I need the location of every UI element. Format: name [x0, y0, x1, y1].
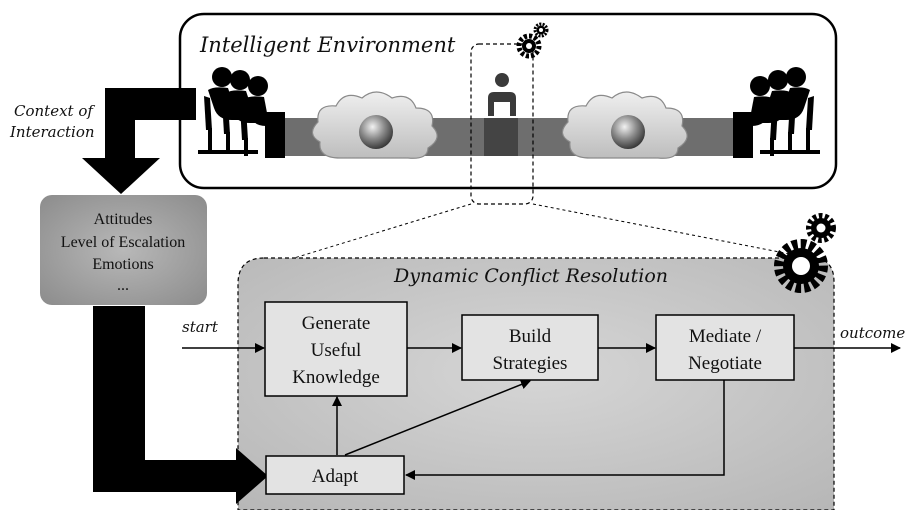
gear-icon	[774, 239, 828, 293]
build-line1: Build	[509, 326, 552, 347]
gear-icon	[533, 22, 549, 38]
environment-title: Intelligent Environment	[199, 33, 456, 57]
generate-line3: Knowledge	[292, 367, 380, 388]
attribute-more: ...	[117, 277, 129, 294]
cloud-globe-icon	[561, 91, 688, 159]
mediate-line2: Negotiate	[688, 353, 762, 374]
generate-line1: Generate	[302, 313, 371, 334]
cloud-globe-icon	[311, 91, 438, 159]
build-strategies-box: Build Strategies	[461, 314, 599, 381]
attributes-box: Attitudes Level of Escalation Emotions .…	[40, 195, 207, 305]
meeting-group-icon	[733, 67, 820, 158]
generate-line2: Useful	[311, 340, 362, 361]
person-icon	[484, 73, 518, 156]
adapt-label: Adapt	[312, 466, 359, 487]
context-arrow	[82, 88, 196, 194]
mediator-selection	[470, 43, 534, 205]
attribute-attitudes: Attitudes	[94, 211, 153, 228]
gear-icon	[806, 213, 836, 243]
zoom-line-right	[532, 203, 801, 257]
build-line2: Strategies	[493, 353, 568, 374]
mediate-negotiate-box: Mediate / Negotiate	[655, 314, 795, 381]
attribute-emotions: Emotions	[92, 256, 153, 273]
intelligent-environment-panel: Intelligent Environment	[178, 12, 838, 205]
resolution-title: Dynamic Conflict Resolution	[393, 265, 668, 287]
context-label-line1: Context of	[14, 102, 95, 120]
meeting-group-icon	[198, 67, 285, 158]
arrow-adapt-to-build	[344, 379, 531, 456]
start-label: start	[182, 318, 219, 336]
adapt-box: Adapt	[265, 455, 405, 495]
context-label-line2: Interaction	[9, 123, 95, 141]
feedback-arrow	[93, 306, 268, 504]
arrow-mediate-to-adapt	[405, 380, 725, 480]
zoom-line-left	[267, 203, 472, 267]
generate-knowledge-box: Generate Useful Knowledge	[264, 301, 408, 397]
mediate-line1: Mediate /	[689, 326, 762, 347]
attribute-escalation: Level of Escalation	[61, 234, 185, 251]
gear-icon	[516, 33, 542, 59]
outcome-label: outcome	[840, 324, 905, 342]
